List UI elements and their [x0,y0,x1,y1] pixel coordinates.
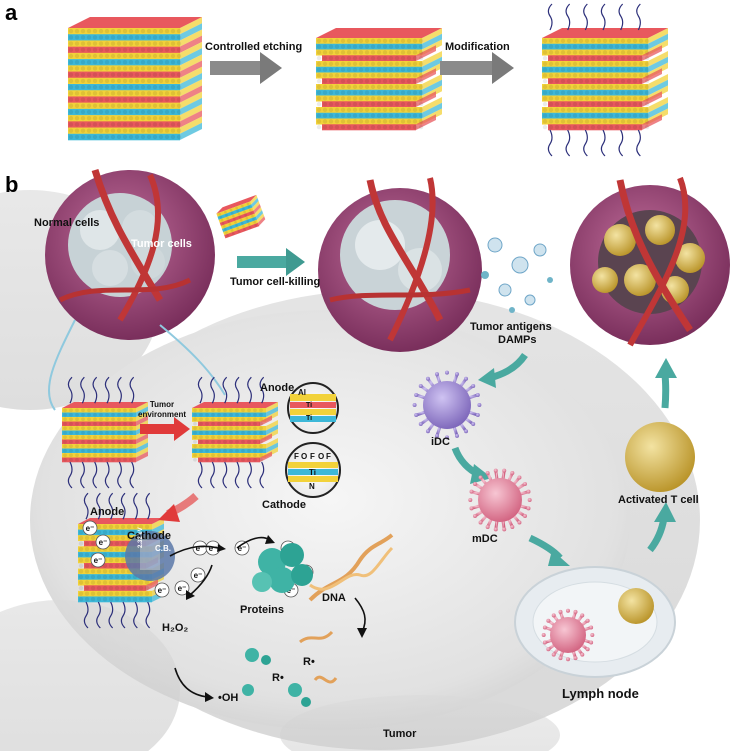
zoom-cathode-atom-1: F [294,452,299,461]
arrow-idc-to-mdc [451,446,492,484]
tumor-infiltrated [570,176,730,347]
electron-3: e⁻ [90,552,106,568]
label-proteins: Proteins [240,604,285,616]
zoom-anode [287,382,339,434]
cube-modified [542,3,668,157]
mdc-cell [468,468,532,532]
tumor-killed [318,177,482,352]
label-controlled-etching: Controlled etching [205,41,303,53]
label-idc: iDC [431,436,450,448]
electron-label: e⁻ [86,524,95,533]
label-anode-top: Anode [260,382,295,394]
electron-label: e⁻ [196,544,205,553]
zoom-cathode-atom-2: O [301,452,308,461]
arrow-down-red [158,492,199,522]
arrow-tumor-cell-killing [237,248,305,276]
electron-2: e⁻ [95,534,111,550]
zoom-lines [47,319,226,411]
sheet-after-environment [192,376,278,489]
arrow-modification [440,52,514,84]
idc-cell [412,370,482,440]
fragments [242,630,338,707]
label-tumor-cells: Tumor cells [131,238,192,250]
electron-4: e⁻ [192,540,208,556]
electron-label: e⁻ [94,556,103,565]
label-tumor: Tumor [383,728,417,740]
cube-pristine [68,17,202,141]
panel-letter-a: a [5,0,18,25]
label-tumor-environment-line2: environment [138,410,187,419]
zoom-cathode [285,442,341,498]
electron-label: e⁻ [238,544,247,553]
label-tumor-environment: Tumor environment [138,400,186,420]
sheet-electron-source [78,492,164,629]
label-r-radical-2: R• [303,656,315,668]
zoom-anode-atom-1: Al [298,388,306,397]
arrow-antigen-to-idc [478,352,528,388]
zoom-cathode-atom-7: N [309,482,315,491]
label-dna: DNA [322,592,346,604]
lymph-node [514,566,676,678]
label-tumor-antigens: Tumor antigens [470,321,552,333]
zoom-anode-atom-3: Ti [306,415,313,422]
arrow-controlled-etching [210,52,282,84]
electron-label: e⁻ [287,586,296,595]
electron-9: e⁻ [234,540,250,556]
label-tumor-environment-line1: Tumor [149,400,175,409]
arrow-tumor-environment [140,417,190,441]
zoom-anode-atom-2: Ti [306,402,313,409]
panel-letter-b: b [5,172,19,197]
label-oh-radical: •OH [218,692,239,704]
electron-label: e⁻ [99,538,108,547]
nanosheet-small [216,194,266,239]
electron-label: e⁻ [178,584,187,593]
label-activated-t-cell: Activated T cell [618,494,699,506]
label-damps: DAMPs [498,334,537,346]
band-bubble [125,531,175,581]
zoom-cathode-atom-3: F [310,452,315,461]
electron-5: e⁻ [205,540,221,556]
zoom-cathode-atom-6: Ti [309,468,316,477]
label-bandgap: 2.32 eV [138,527,144,548]
label-normal-cells: Normal cells [34,217,100,229]
zoom-cathode-atom-5: F [326,452,331,461]
arrow-mdc-to-lymph [528,534,570,566]
mdc-in-lymph [541,608,595,662]
antigen-cloud [481,237,553,313]
label-anode-bottom: Anode [90,506,125,518]
tumor-untreated [45,168,215,340]
label-mdc: mDC [472,533,498,545]
arrow-lymph-to-tcell [647,502,676,553]
protein-cluster [252,543,313,593]
cube-etched [316,28,442,131]
label-cb: C.B. [155,544,171,553]
sheet-before-environment [62,376,148,489]
electron-label: e⁻ [158,586,167,595]
label-cathode-top: Cathode [262,499,306,511]
arrow-tcell-to-tumor [655,358,677,409]
label-r-radical-1: R• [272,672,284,684]
electron-7: e⁻ [174,580,190,596]
label-modification: Modification [445,41,510,53]
label-lymph-node: Lymph node [562,686,639,701]
dna-strand [308,533,394,602]
electron-1: e⁻ [82,520,98,536]
electron-6: e⁻ [190,567,206,583]
electron-8: e⁻ [154,582,170,598]
reaction-arrows [169,535,367,702]
zoom-cathode-atom-4: O [318,452,325,461]
activated-t-cell [625,422,695,492]
label-tumor-cell-killing: Tumor cell-killing [230,276,321,288]
label-h2o2: H₂O₂ [162,622,189,634]
electron-label: e⁻ [209,544,218,553]
electron-label: e⁻ [194,571,203,580]
label-cathode-bottom: Cathode [127,530,171,542]
